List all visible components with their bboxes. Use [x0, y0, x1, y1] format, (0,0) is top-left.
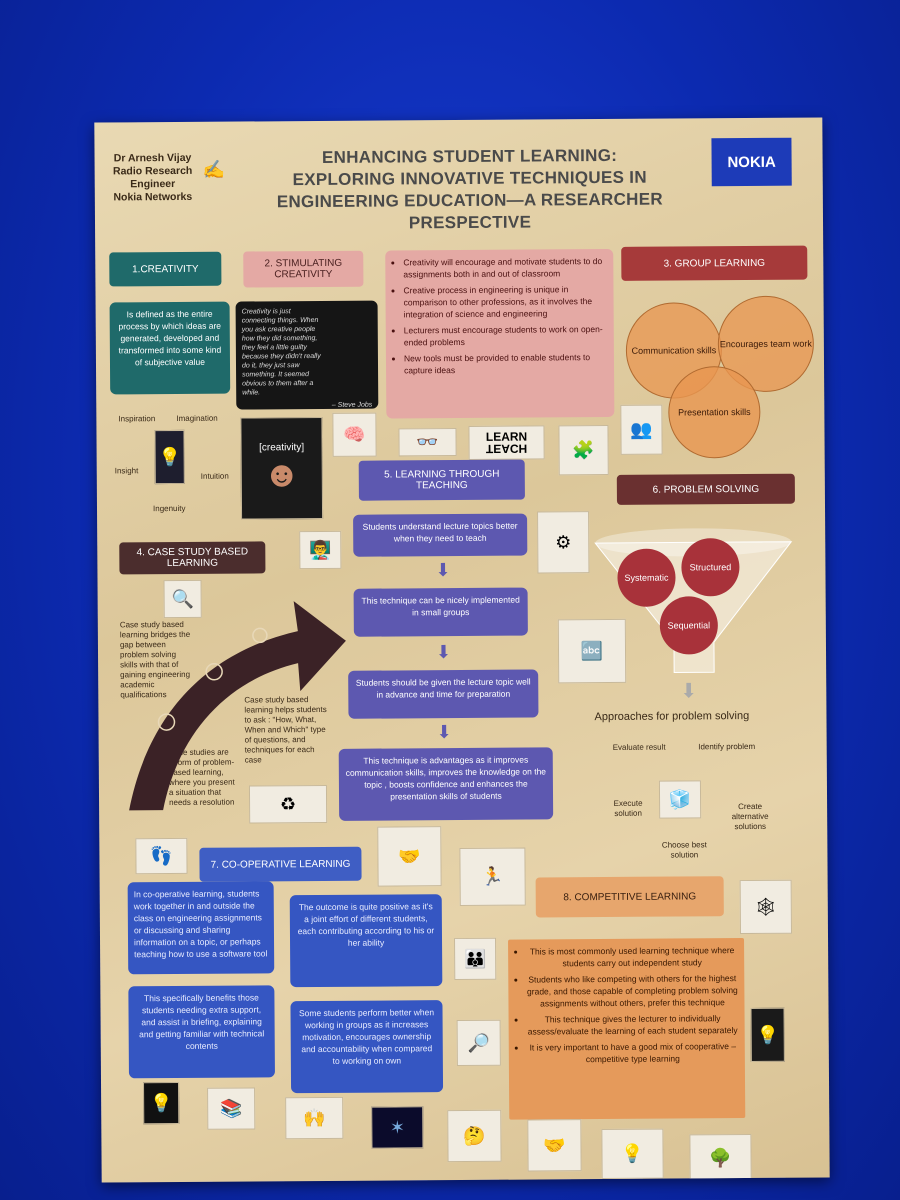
problem-circle-systematic: Systematic: [617, 548, 676, 607]
cycle-tp-icon: ♻: [248, 784, 328, 824]
research-poster: Dr Arnesh Vijay Radio Research Engineer …: [94, 117, 830, 1183]
approach-execute: Execute solution: [613, 798, 643, 818]
stimulating-bullet-2: Creative process in engineering is uniqu…: [403, 283, 607, 320]
teaching-heading: 5. LEARNING THROUGH TEACHING: [358, 459, 525, 501]
lightbulb-man-icon: 💡: [601, 1128, 664, 1180]
creativity-image-label: [creativity]: [259, 441, 305, 453]
problem-circle-sequential: Sequential: [659, 596, 719, 655]
approach-choose: Choose best solution: [661, 840, 707, 860]
case-study-heading: 4. CASE STUDY BASED LEARNING: [119, 541, 266, 575]
quote-text: Creativity is just connecting things. Wh…: [241, 308, 321, 397]
competitive-bullet-3: This technique gives the lecturer to ind…: [527, 1012, 739, 1037]
competitive-heading: 8. COMPETITIVE LEARNING: [535, 876, 724, 918]
group-circle-presentation: Presentation skills: [668, 365, 761, 459]
learn-teach-image: LEARN TEACH: [468, 425, 545, 460]
gear-head-icon: ⚙: [537, 511, 590, 574]
competitive-bullets: This is most commonly used learning tech…: [508, 938, 746, 1120]
competitive-bullet-4: It is very important to have a good mix …: [527, 1040, 739, 1065]
approaches-title: Approaches for problem solving: [594, 709, 750, 724]
cooperative-box-4: Some students perform better when workin…: [290, 1000, 444, 1094]
network-icon: ✶: [371, 1106, 424, 1149]
creativity-head-image: [creativity] ☻: [240, 416, 324, 520]
cooperative-box-3: This specifically benefits those student…: [128, 985, 275, 1079]
cycle-insight: Insight: [114, 466, 139, 476]
idea-magnifier-icon: 🔎: [456, 1019, 501, 1067]
race-icon: 🏃: [459, 847, 526, 907]
author-name: Dr Arnesh Vijay: [113, 151, 192, 165]
hands-icon: 🙌: [285, 1096, 344, 1140]
cycle-intuition: Intuition: [200, 471, 229, 481]
bulb-dark-icon: 💡: [750, 1007, 785, 1062]
big-curved-arrow: [129, 601, 346, 811]
steve-jobs-quote: Creativity is just connecting things. Wh…: [235, 300, 379, 410]
network-people-icon: 🕸: [739, 879, 792, 935]
classroom-icon: 👨‍🏫: [299, 530, 342, 570]
team-puzzle-icon: 🤝: [377, 826, 442, 887]
cube-icon: 🧊: [658, 780, 702, 819]
stimulating-bullet-3: Lecturers must encourage students to wor…: [404, 323, 608, 348]
stimulating-bullet-1: Creativity will encourage and motivate s…: [403, 255, 607, 280]
nokia-logo: NOKIA: [711, 137, 792, 187]
title-line-3: ENGINEERING EDUCATION—A RESEARCHER: [276, 189, 663, 212]
teaching-step-3: Students should be given the lecture top…: [348, 669, 539, 719]
down-arrow-icon: ⬇: [436, 722, 452, 743]
down-arrow-icon: ⬇: [435, 560, 451, 581]
stimulating-bullets: Creativity will encourage and motivate s…: [385, 248, 615, 419]
approach-create: Create alternative solutions: [731, 801, 769, 832]
group-people-icon: 👥: [620, 404, 663, 455]
approach-evaluate: Evaluate result: [612, 742, 666, 752]
colorful-tree-icon: 🌳: [689, 1133, 752, 1183]
books-icon: 📚: [207, 1087, 256, 1130]
creativity-definition: Is defined as the entire process by whic…: [109, 301, 231, 395]
cooperative-box-1: In co-operative learning, students work …: [127, 881, 275, 975]
poster-title: ENHANCING STUDENT LEARNING: EXPLORING IN…: [229, 144, 710, 235]
competitive-bullet-1: This is most commonly used learning tech…: [526, 944, 738, 969]
puzzle-people-icon: 🧩: [558, 424, 609, 476]
creativity-heading: 1.CREATIVITY: [109, 251, 222, 287]
cooperative-box-2: The outcome is quite positive as it's a …: [289, 894, 443, 988]
stimulating-heading: 2. STIMULATING CREATIVITY: [243, 250, 364, 288]
teach-label: TEACH: [485, 441, 528, 456]
title-line-4: PRESPECTIVE: [408, 212, 532, 233]
sketch-figure-icon: ✍: [202, 159, 225, 180]
problem-solving-heading: 6. PROBLEM SOLVING: [616, 473, 795, 505]
quote-author: – Steve Jobs: [331, 401, 373, 409]
problem-circle-structured: Structured: [681, 538, 740, 597]
cooperative-heading: 7. CO-OPERATIVE LEARNING: [199, 846, 362, 882]
cycle-imagination: Imagination: [176, 413, 218, 423]
lightbulb-icon: 💡: [143, 1081, 180, 1125]
brain-icon: 🧠: [332, 412, 377, 457]
cycle-ingenuity: Ingenuity: [152, 503, 186, 514]
down-arrow-icon: ⬇: [680, 680, 698, 703]
author-role: Radio Research: [112, 164, 193, 178]
glasses-icon: 👓: [398, 428, 457, 457]
down-arrow-icon: ⬇: [435, 642, 452, 663]
figures-icon: 👣: [135, 837, 188, 875]
crowd-icon: 👪: [454, 937, 497, 981]
group-learning-heading: 3. GROUP LEARNING: [621, 245, 808, 281]
author-organization: Nokia Networks: [113, 190, 193, 204]
competitive-bullet-2: Students who like competing with others …: [526, 972, 738, 1009]
thinking-head-icon: 🤔: [447, 1109, 502, 1163]
head-icon: ☻: [262, 452, 301, 494]
lightbulb-icon: 💡: [154, 429, 185, 485]
approach-identify: Identify problem: [698, 741, 756, 752]
author-role-2: Engineer: [130, 177, 176, 191]
cycle-inspiration: Inspiration: [118, 414, 156, 424]
author-block: Dr Arnesh Vijay Radio Research Engineer …: [103, 152, 203, 205]
handshake-icon: 🤝: [527, 1119, 582, 1172]
stimulating-bullet-4: New tools must be provided to enable stu…: [404, 351, 608, 376]
teaching-step-4: This technique is advantages as it impro…: [338, 747, 554, 821]
teaching-step-1: Students understand lecture topics bette…: [353, 513, 528, 557]
teaching-step-2: This technique can be nicely implemented…: [353, 587, 528, 637]
